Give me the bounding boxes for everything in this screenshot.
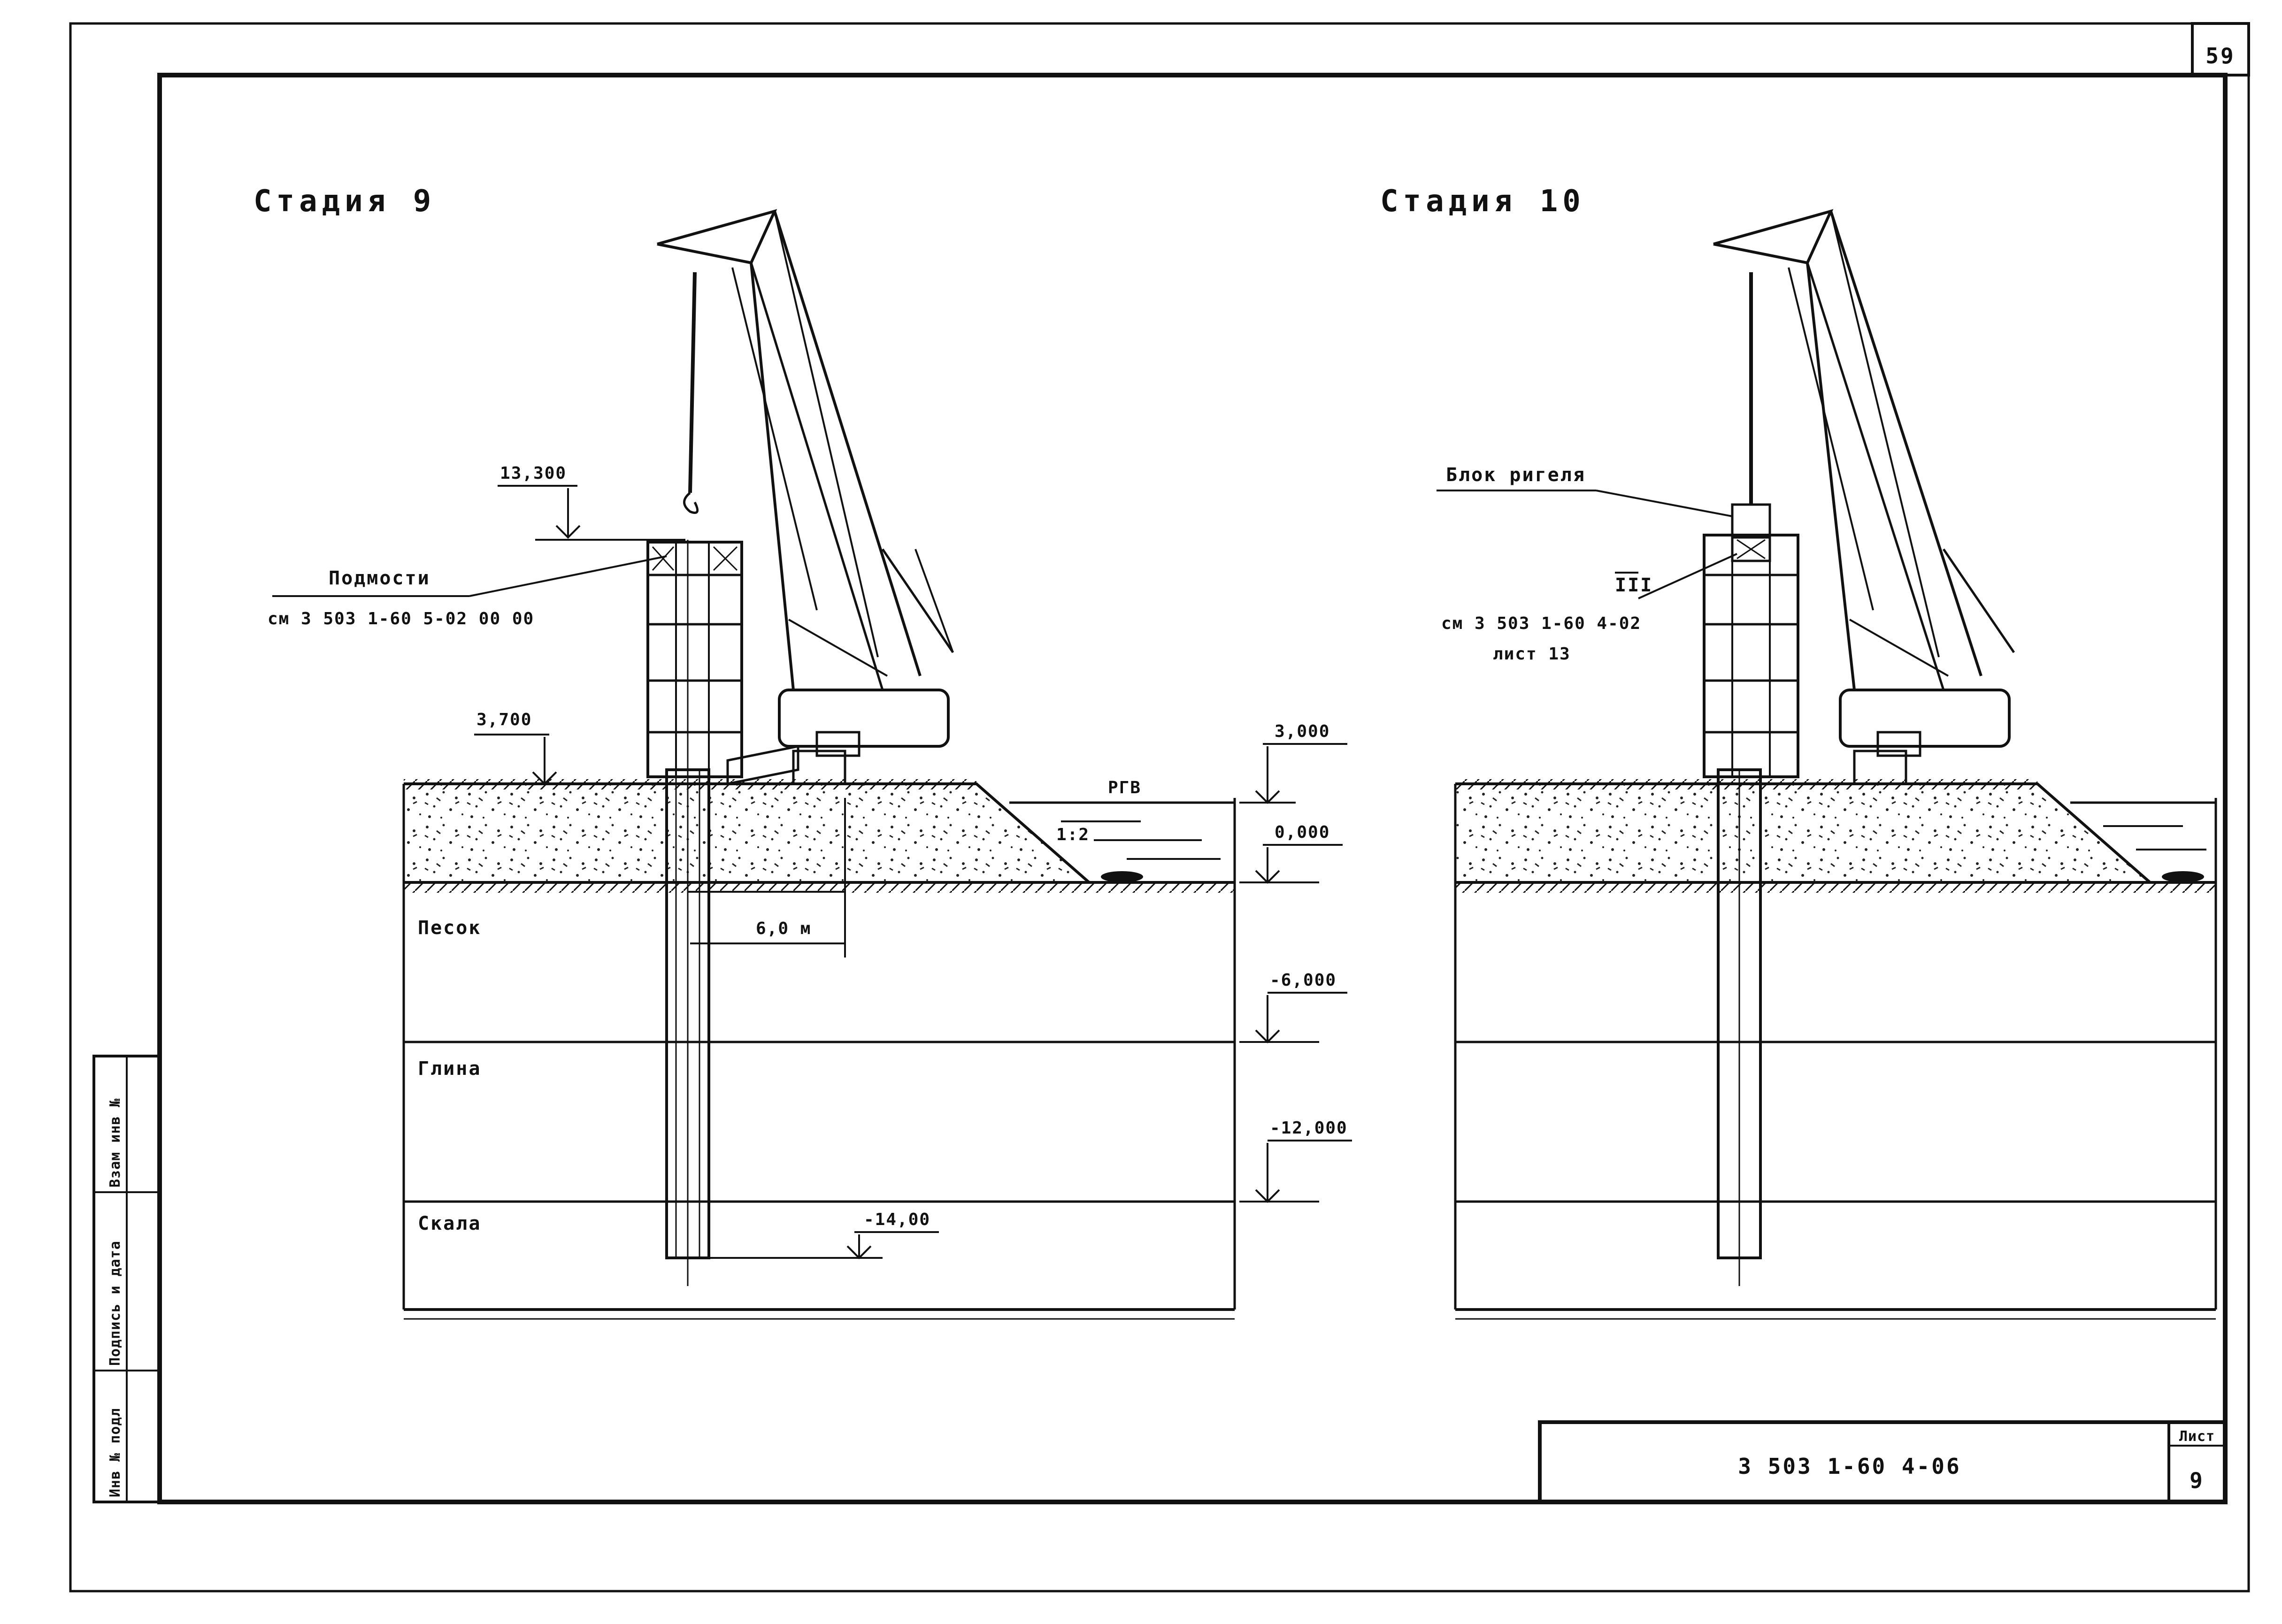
side-stamp-col1: Инв № подл — [107, 1408, 123, 1497]
stage9-layer-clay: Глина — [418, 1058, 481, 1080]
list-number: 9 — [2190, 1468, 2205, 1493]
stage9-crane — [657, 209, 954, 786]
stage9-distance: 6,0 м — [756, 919, 811, 938]
page-number-box: 59 — [2191, 22, 2250, 77]
stage10-node-sheet: лист 13 — [1493, 644, 1571, 664]
stage10-beam-block — [1731, 503, 1771, 562]
stage9-elev-water: 3,000 РГВ 1:2 — [1056, 722, 1347, 844]
side-stamp: Инв № подл Подпись и дата Взам инв № — [92, 1055, 161, 1503]
stage9-elev-pile-tip: -14,00 — [846, 1210, 939, 1259]
stage9-elev-ground-label: 3,700 — [476, 710, 532, 729]
stage9-water-label: РГВ — [1108, 778, 1141, 797]
stage9-elev-minus6-label: -6,000 — [1270, 971, 1337, 990]
stage10-title: Стадия 10 — [1380, 184, 1585, 219]
stage9-elev-top: 13,300 — [498, 464, 685, 541]
stage9-scaffold-ref: см 3 503 1-60 5-02 00 00 — [268, 609, 534, 628]
stage9-soil — [402, 779, 1236, 1311]
side-stamp-col3: Взам инв № — [107, 1098, 123, 1187]
stage10-pile — [1717, 768, 1762, 1286]
stage9-scaffold-label: Подмости — [329, 567, 430, 589]
stage9-drawing: Стадия 9 — [254, 184, 1352, 1320]
side-stamp-col2: Подпись и дата — [107, 1241, 123, 1366]
stage9-elev-zero-label: 0,000 — [1275, 823, 1330, 842]
stage9-pile — [665, 540, 710, 1286]
stage9-slope-label: 1:2 — [1056, 825, 1090, 844]
stage10-crane — [1713, 209, 2015, 785]
title-block: 3 503 1-60 4-06 Лист 9 — [1538, 1420, 2227, 1504]
stage9-elev-minus6: -6,000 — [1239, 971, 1347, 1043]
stage10-drawing: Стадия 10 — [1380, 184, 2217, 1320]
stage9-scaffold — [646, 541, 743, 778]
stage9-elev-minus12: -12,000 — [1239, 1118, 1352, 1203]
page-number: 59 — [2205, 43, 2235, 69]
stage10-scaffold — [1703, 534, 1799, 778]
drawing-code: 3 503 1-60 4-06 — [1738, 1454, 1961, 1479]
stage10-soil — [1454, 779, 2217, 1311]
stage9-title: Стадия 9 — [254, 184, 436, 219]
stage9-elev-ground: 3,700 — [474, 710, 557, 785]
stage9-elev-minus12-label: -12,000 — [1270, 1118, 1348, 1138]
stage9-elev-water-label: 3,000 — [1275, 722, 1330, 741]
stage9-elev-zero: 0,000 — [1239, 823, 1343, 884]
stage10-node-ref: см 3 503 1-60 4-02 — [1441, 614, 1641, 633]
stage9-layer-rock: Скала — [418, 1213, 481, 1234]
sheet-frame — [69, 22, 2250, 1593]
stage10-block-label: Блок ригеля — [1446, 464, 1586, 486]
stage9-layer-sand: Песок — [418, 917, 481, 939]
list-label: Лист — [2179, 1428, 2215, 1445]
stage9-elev-top-label: 13,300 — [500, 464, 567, 483]
stage10-node-mark: III — [1615, 575, 1653, 596]
stage9-elev-pile-tip-label: -14,00 — [864, 1210, 930, 1229]
